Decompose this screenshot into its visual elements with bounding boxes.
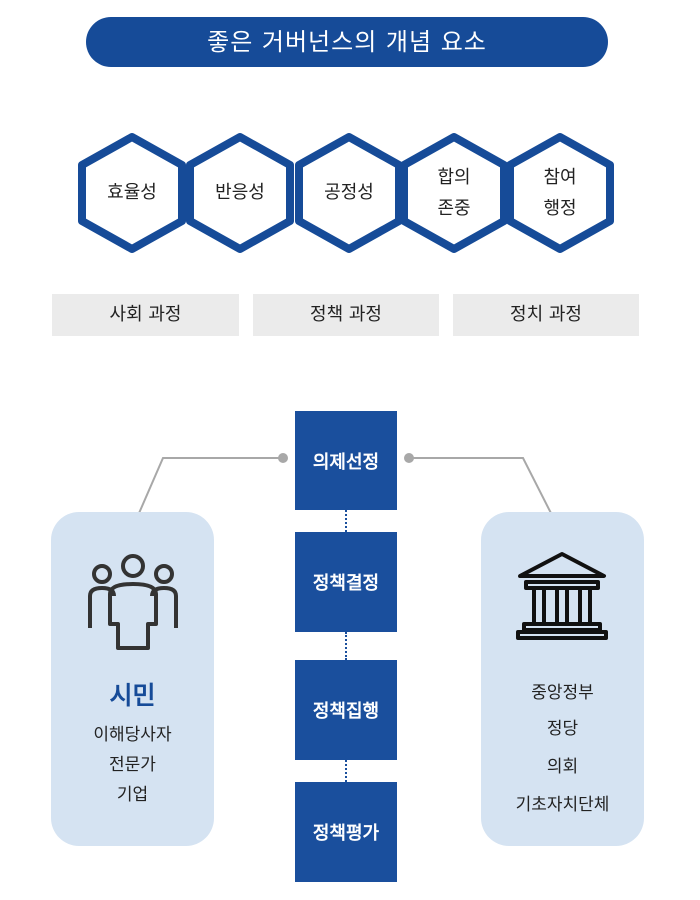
government-item: 기초자치단체: [515, 795, 610, 815]
government-item: 정당: [546, 719, 579, 739]
hex-label-line1: 참여: [543, 166, 577, 188]
citizen-item: 전문가: [109, 755, 156, 775]
government-connector-dot: [404, 453, 414, 463]
people-group-icon: [88, 554, 178, 650]
step-policy-evaluation: 정책평가: [295, 782, 397, 882]
government-connector-line: [409, 457, 559, 528]
step-policy-implementation: 정책집행: [295, 660, 397, 760]
citizen-connector-line: [132, 457, 283, 528]
process-social: 사회 과정: [52, 294, 239, 336]
hex-label-line1: 공정성: [324, 182, 374, 204]
hex-label-line1: 합의: [437, 166, 471, 188]
government-panel: 중앙정부 정당 의회 기초자치단체: [481, 512, 644, 846]
process-political: 정치 과정: [453, 294, 639, 336]
government-item: 중앙정부: [531, 683, 594, 703]
citizen-connector-dot: [278, 453, 288, 463]
step-connector: [345, 760, 347, 782]
citizen-title: 시민: [109, 681, 156, 710]
hex-label-line1: 반응성: [215, 182, 265, 204]
citizen-panel: 시민 이해당사자 전문가 기업: [51, 512, 214, 846]
process-policy: 정책 과정: [253, 294, 439, 336]
hexagon-shape: [186, 133, 294, 253]
hex-element-fairness: 공정성: [293, 132, 405, 254]
hexagon-shape: [400, 133, 508, 253]
hex-element-participation: 참여 행정: [504, 132, 616, 254]
diagram-title: 좋은 거버넌스의 개념 요소: [86, 17, 608, 67]
hex-label-line2: 존중: [437, 198, 471, 219]
hex-label-line2: 행정: [543, 198, 577, 219]
hexagon-shape: [295, 133, 403, 253]
hex-element-efficiency: 효율성: [76, 132, 188, 254]
hex-label-line1: 효율성: [107, 182, 157, 204]
hex-element-responsiveness: 반응성: [184, 132, 296, 254]
hex-element-consensus: 합의 존중: [398, 132, 510, 254]
government-building-icon: [516, 552, 608, 640]
step-policy-decision: 정책결정: [295, 532, 397, 632]
citizen-item: 기업: [116, 785, 149, 805]
hexagon-shape: [506, 133, 614, 253]
step-connector: [345, 632, 347, 660]
citizen-item: 이해당사자: [93, 725, 172, 745]
government-item: 의회: [546, 757, 579, 777]
hexagon-shape: [78, 133, 186, 253]
step-agenda-setting: 의제선정: [295, 411, 397, 510]
step-connector: [345, 510, 347, 532]
